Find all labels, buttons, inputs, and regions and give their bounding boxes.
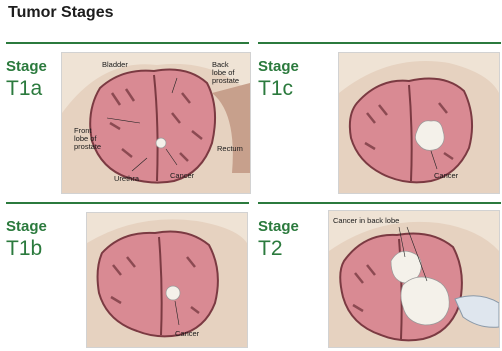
tumor: [156, 138, 166, 148]
prostate-illustration: Cancer in back lobe: [328, 210, 500, 348]
stage-code: T1b: [6, 237, 42, 261]
cancer-back-lobe-label: Cancer in back lobe: [333, 216, 399, 225]
cancer-label: Cancer: [175, 329, 200, 338]
tumor: [166, 286, 180, 300]
rectum-label: Rectum: [217, 144, 243, 153]
stage-code: T2: [258, 237, 283, 261]
stage-code: T1a: [6, 77, 42, 101]
cancer-label: Cancer: [434, 171, 459, 180]
panel-stage-t1a: Stage T1a Bladder Back lobe of prostate …: [6, 42, 249, 196]
bladder-label: Bladder: [102, 60, 128, 69]
prostate-illustration: Cancer: [86, 212, 248, 348]
tumor: [415, 121, 444, 151]
tumor: [401, 277, 449, 325]
page-title: Tumor Stages: [8, 4, 114, 22]
prostate-gland: [90, 70, 215, 183]
panel-stage-t2: Stage T2 Cancer in back lobe: [258, 202, 501, 349]
panel-stage-t1b: Stage T1b Cancer: [6, 202, 249, 349]
back-lobe-label-line3: prostate: [212, 76, 239, 85]
prostate-illustration: Cancer: [338, 52, 500, 194]
stage-label: Stage: [6, 58, 47, 75]
urethra-label: Urethra: [114, 174, 140, 183]
stage-label: Stage: [6, 218, 47, 235]
prostate-illustration: Bladder Back lobe of prostate Front lobe…: [61, 52, 251, 194]
cancer-label: Cancer: [170, 171, 195, 180]
stage-code: T1c: [258, 77, 293, 101]
panel-stage-t1c: Stage T1c Cancer: [258, 42, 501, 196]
stage-label: Stage: [258, 218, 299, 235]
prostate-gland: [98, 232, 218, 337]
front-lobe-label-line3: prostate: [74, 142, 101, 151]
stage-label: Stage: [258, 58, 299, 75]
